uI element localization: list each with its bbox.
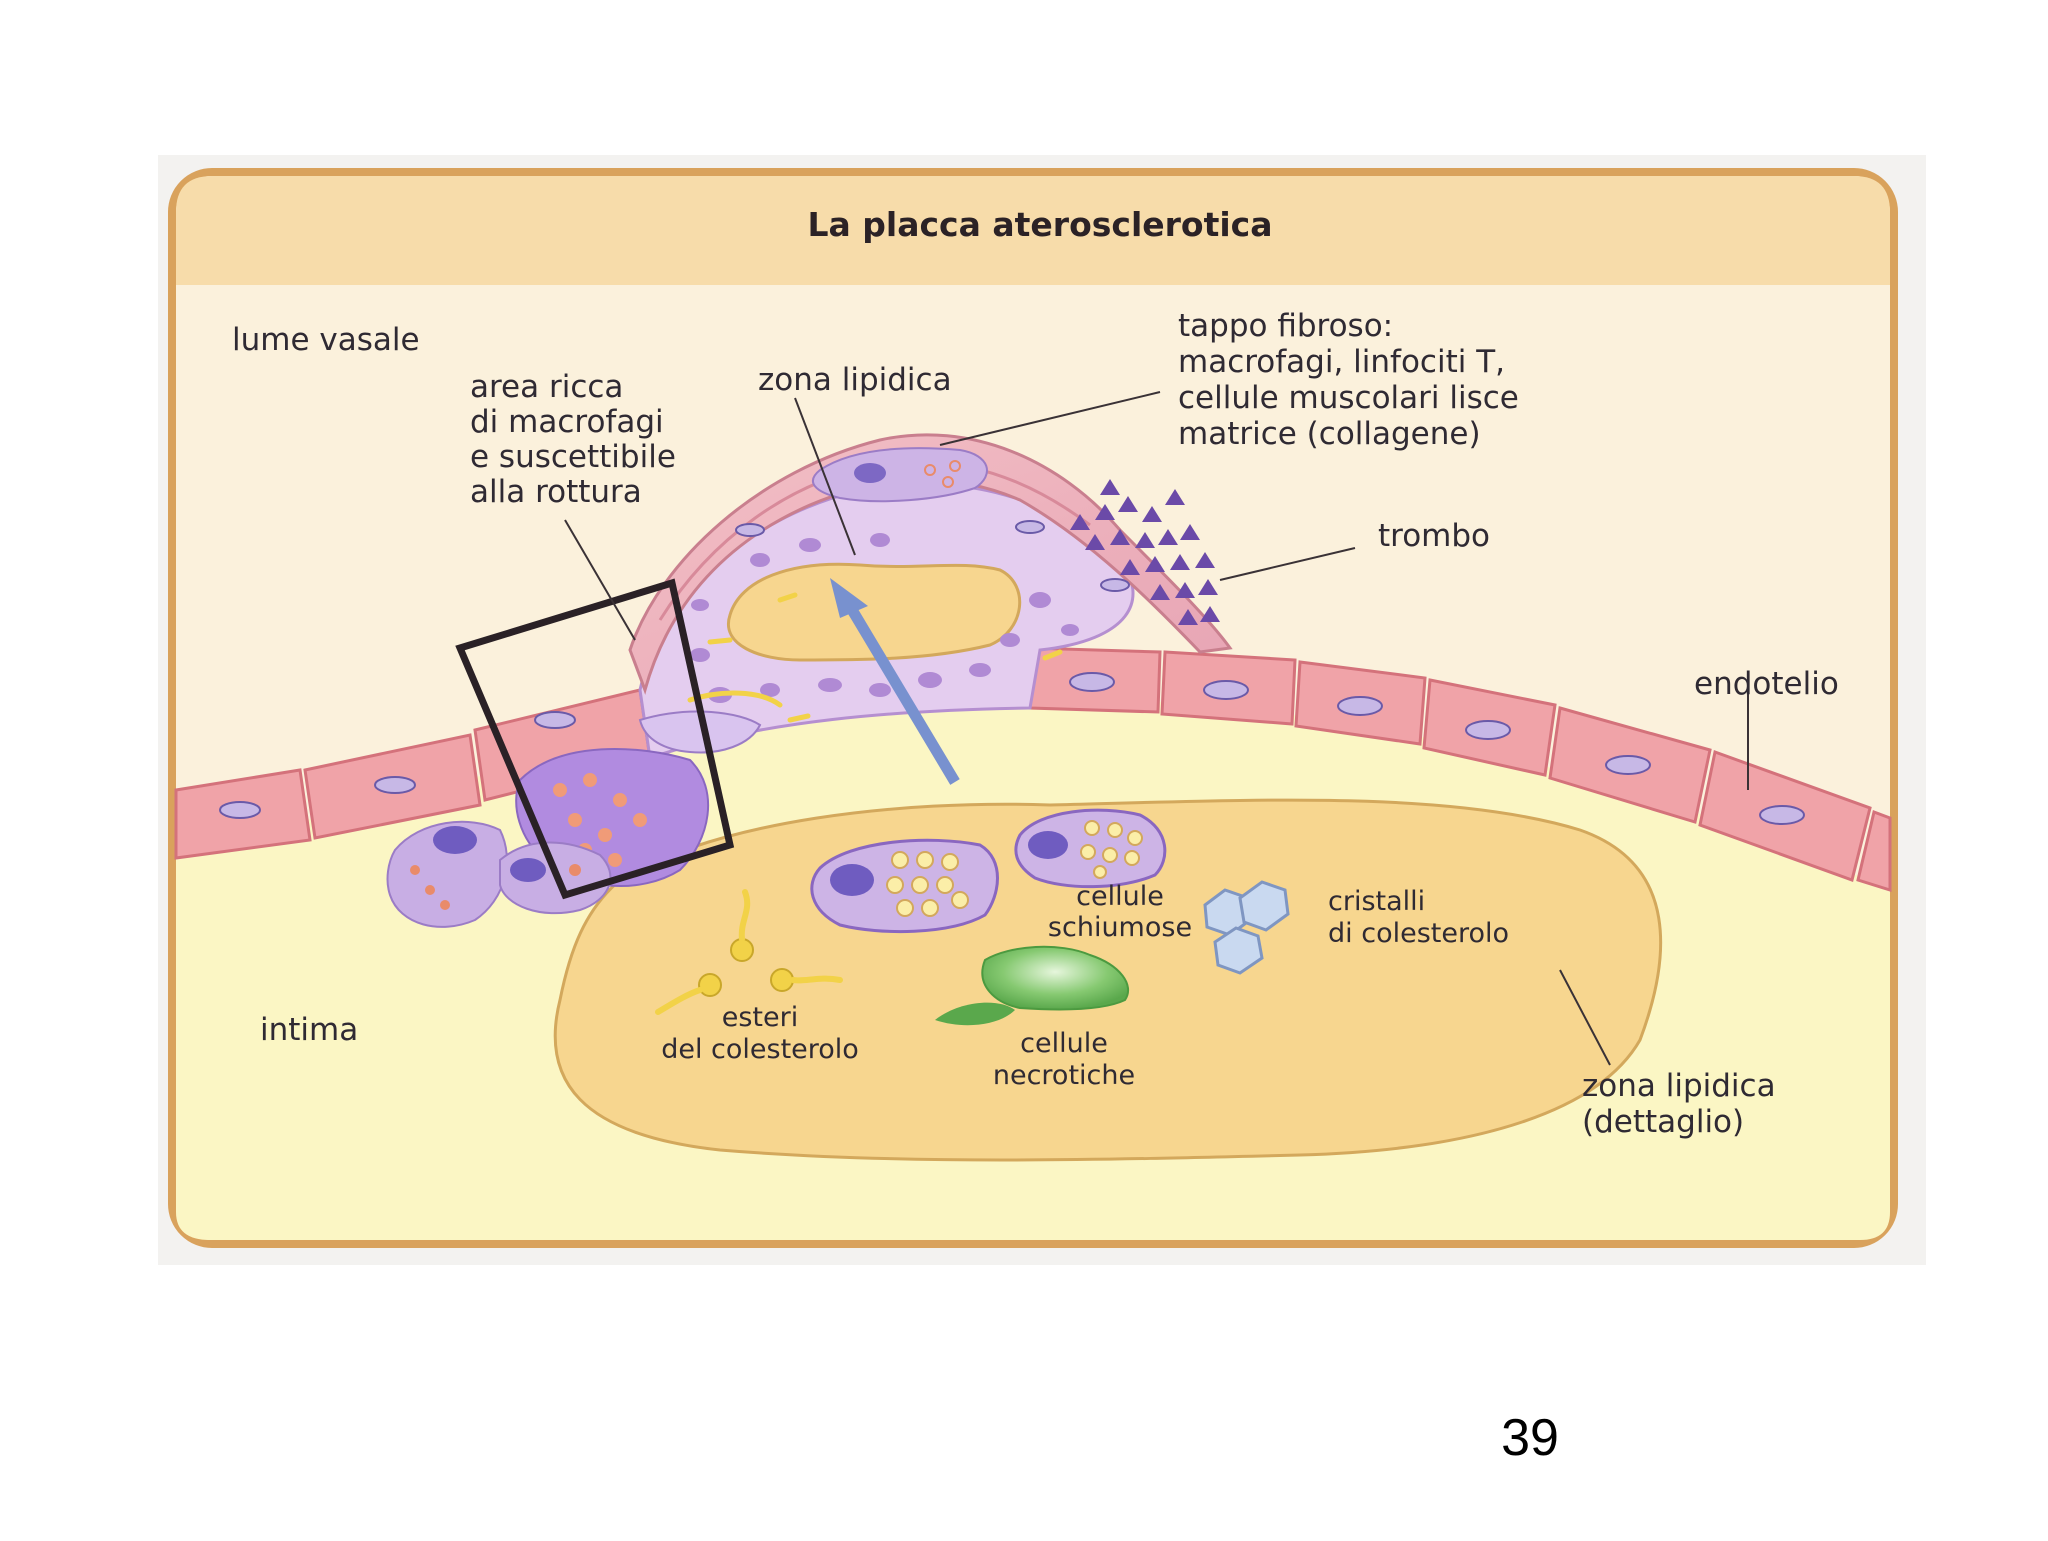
cholesterol-crystals	[1203, 880, 1290, 975]
fibrous-cap	[628, 433, 1233, 695]
label-cellule-necrotiche: cellule necrotiche	[993, 1028, 1135, 1091]
label-tappo-fibroso: tappo fibroso: macrofagi, linfociti T, c…	[1178, 308, 1519, 452]
fibrous-cap-cells	[735, 447, 1130, 592]
svg-text:di colesterolo: di colesterolo	[1328, 918, 1509, 949]
svg-text:del colesterolo: del colesterolo	[661, 1034, 859, 1065]
label-zona-lipidica: zona lipidica	[758, 362, 952, 398]
label-esteri: esteri del colesterolo	[661, 1002, 859, 1065]
cholesterol-esters	[655, 889, 843, 1015]
svg-text:cellule: cellule	[1076, 881, 1164, 912]
svg-text:cellule muscolari lisce: cellule muscolari lisce	[1178, 380, 1519, 416]
macrophage-cluster	[386, 690, 783, 928]
rupture-area-box	[455, 578, 735, 900]
svg-text:(dettaglio): (dettaglio)	[1582, 1104, 1744, 1140]
label-cellule-schiumose: cellule schiumose	[1048, 881, 1192, 943]
foam-cell-2	[1014, 808, 1167, 889]
svg-text:di macrofagi: di macrofagi	[470, 404, 664, 440]
figure-title: La placca aterosclerotica	[808, 205, 1273, 244]
svg-text:area ricca: area ricca	[470, 369, 623, 405]
svg-text:schiumose: schiumose	[1048, 912, 1192, 943]
plaque-cells	[690, 533, 1079, 703]
svg-text:esteri: esteri	[722, 1002, 798, 1033]
svg-text:macrofagi, linfociti T,: macrofagi, linfociti T,	[1178, 344, 1505, 380]
plaque-lipid-droplets	[707, 592, 1063, 723]
direction-arrow	[840, 595, 960, 785]
plaque-lipid-core	[726, 562, 1022, 662]
label-endotelio: endotelio	[1694, 666, 1839, 702]
page-number: 39	[1501, 1409, 1559, 1467]
label-cristalli: cristalli di colesterolo	[1328, 886, 1509, 949]
svg-text:matrice (collagene): matrice (collagene)	[1178, 416, 1481, 452]
header-band	[176, 176, 1890, 285]
label-lume-vasale: lume vasale	[232, 322, 420, 358]
svg-text:alla rottura: alla rottura	[470, 474, 642, 510]
endothelium-right	[1028, 646, 1892, 893]
svg-text:necrotiche: necrotiche	[993, 1060, 1135, 1091]
thrombus	[1070, 479, 1220, 625]
label-intima: intima	[260, 1012, 358, 1048]
svg-text:e suscettibile: e suscettibile	[470, 439, 676, 475]
svg-text:tappo fibroso:: tappo fibroso:	[1178, 308, 1393, 344]
svg-text:cellule: cellule	[1020, 1028, 1108, 1059]
svg-text:zona lipidica: zona lipidica	[1582, 1068, 1776, 1104]
foam-cell-1	[810, 838, 999, 934]
label-area-ricca: area ricca di macrofagi e suscettibile a…	[470, 369, 676, 510]
leader-lines	[564, 391, 1749, 1066]
label-trombo: trombo	[1378, 518, 1490, 554]
label-zona-lipidica-dettaglio: zona lipidica (dettaglio)	[1582, 1068, 1776, 1140]
svg-text:cristalli: cristalli	[1328, 886, 1425, 917]
endothelium-left	[174, 688, 652, 860]
necrotic-cells	[935, 945, 1130, 1026]
